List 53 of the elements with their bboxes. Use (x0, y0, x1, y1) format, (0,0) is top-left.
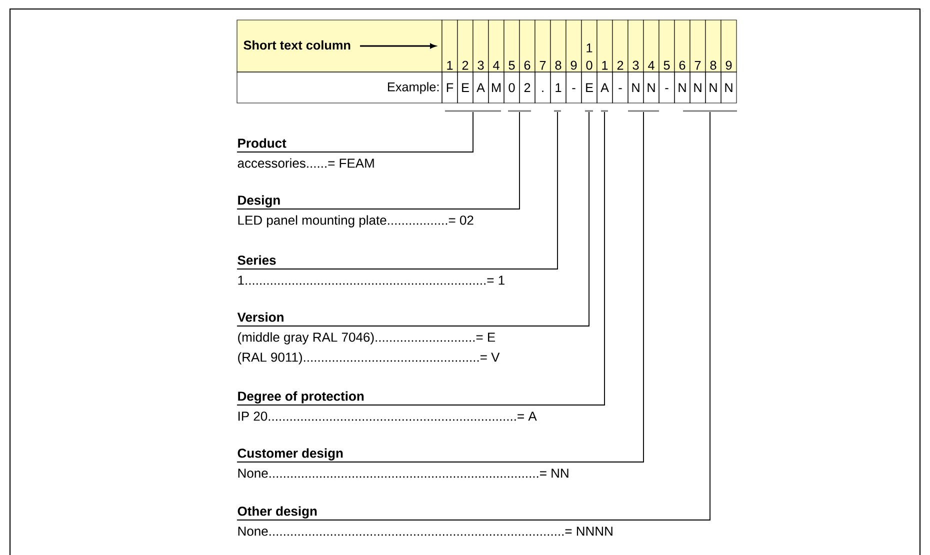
table-cell: 2 (519, 72, 536, 104)
type-code-entry: Product accessories......= FEAM (238, 138, 374, 168)
table-cell: - (658, 72, 675, 104)
leader-line (236, 112, 474, 152)
table-cell: E (457, 72, 474, 104)
table-cell: A (472, 72, 489, 104)
table-cell: 1 0 (581, 20, 598, 72)
table-cell: N (628, 72, 644, 104)
table-cell: A (596, 72, 613, 104)
table-cell: 7 (534, 20, 551, 72)
table-cell: 8 (705, 20, 722, 72)
table-cell: 6 (674, 20, 690, 72)
table-cell: N (720, 72, 737, 104)
leader-line (236, 112, 520, 210)
table-cell: F (442, 72, 458, 104)
table-cell: 4 (643, 20, 660, 72)
table-cell: - (612, 72, 628, 104)
table-cell: 5 (504, 20, 520, 72)
table-cell: N (643, 72, 660, 104)
type-code-entry: Design LED panel mounting plate.................= 02 (238, 195, 474, 228)
table-cell: N (674, 72, 690, 104)
table-cell: 2 (612, 20, 628, 72)
leader-line (236, 112, 605, 406)
table-cell: 3 (628, 20, 644, 72)
table-cell: 9 (720, 20, 737, 72)
table-cell: - (566, 72, 582, 104)
leader-line (236, 112, 558, 270)
table-cell: N (705, 72, 722, 104)
table-cell: . (534, 72, 551, 104)
type-code-entry: Degree of protection IP 20.....................................................................= A (238, 391, 537, 421)
type-code-entry: Other design None..................................................................................= NNNN (238, 506, 612, 536)
table-cell: 3 (472, 20, 489, 72)
type-code-entry: Version (middle gray RAL 7046)............................= E (RAL 9011).................................................= V (237, 312, 500, 364)
table-cell: 4 (488, 20, 504, 72)
table-cell: M (488, 72, 504, 104)
table-cell: 1 (596, 20, 613, 72)
table-cell: E (581, 72, 598, 104)
type-code-entry: Customer design None...........................................................................= NN (238, 448, 568, 478)
table-cell: 1 (550, 72, 566, 104)
leader-line (236, 112, 710, 520)
table-cell: 2 (457, 20, 474, 72)
type-code-entry: Series 1...................................................................= 1 (238, 255, 504, 285)
table-cell: Example: (236, 72, 442, 104)
table-cell: 0 (504, 72, 520, 104)
table-cell: N (690, 72, 706, 104)
leader-line (236, 112, 644, 462)
table-cell: 8 (550, 20, 566, 72)
table-cell: 9 (566, 20, 582, 72)
table-cell: 7 (690, 20, 706, 72)
table-cell: 1 (442, 20, 458, 72)
table-cell: 5 (658, 20, 675, 72)
leader-line (236, 112, 590, 326)
table-cell: 6 (519, 20, 536, 72)
